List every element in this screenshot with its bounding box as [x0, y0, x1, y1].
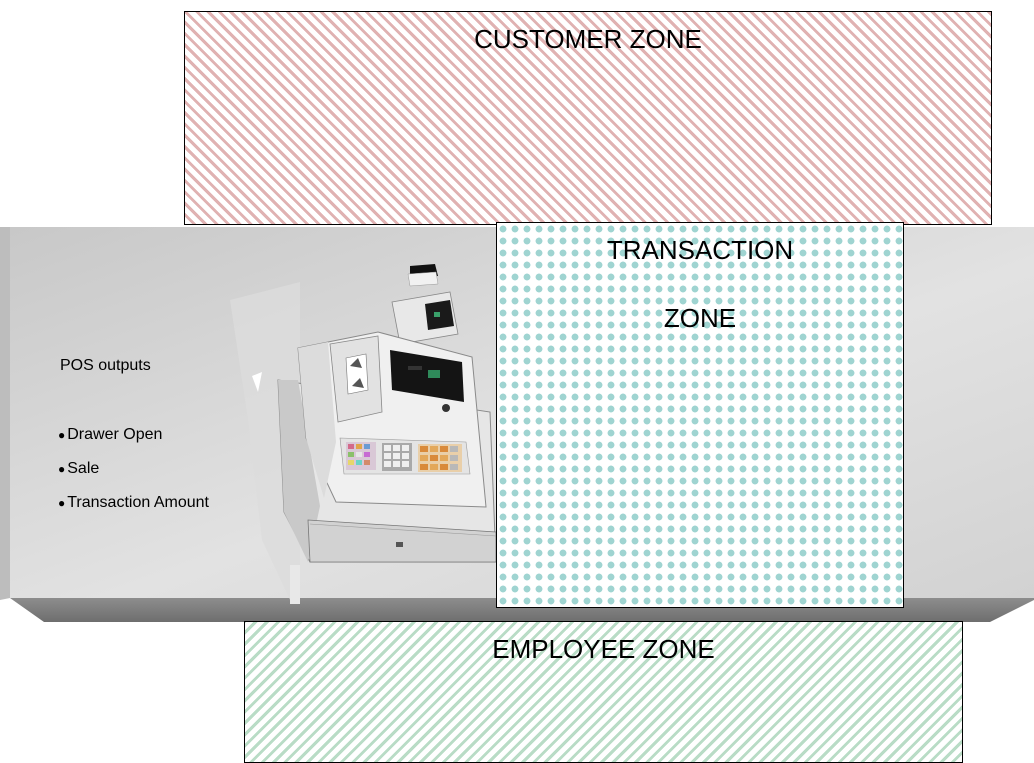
- employee-zone: EMPLOYEE ZONE: [244, 621, 963, 763]
- bullet-icon: ●: [58, 462, 66, 476]
- employee-zone-label: EMPLOYEE ZONE: [492, 634, 715, 664]
- pos-output-item-label: Drawer Open: [67, 426, 163, 443]
- pos-output-item: ●Sale: [58, 456, 209, 490]
- pos-output-item-label: Sale: [67, 460, 100, 477]
- customer-zone-label: CUSTOMER ZONE: [474, 24, 702, 54]
- pos-output-item-label: Transaction Amount: [67, 494, 209, 511]
- pos-output-item: ●Drawer Open: [58, 422, 209, 456]
- customer-zone: CUSTOMER ZONE: [184, 11, 992, 225]
- bullet-icon: ●: [58, 428, 66, 442]
- transaction-zone: TRANSACTION ZONE: [496, 222, 904, 608]
- pos-output-item: ●Transaction Amount: [58, 490, 209, 524]
- cash-register-icon: [277, 264, 497, 563]
- transaction-zone-label-line1: TRANSACTION: [606, 235, 794, 265]
- bullet-icon: ●: [58, 496, 66, 510]
- counter-left-edge: [0, 227, 10, 600]
- pos-outputs-title: POS outputs: [60, 357, 151, 374]
- transaction-zone-label-line2: ZONE: [663, 303, 737, 333]
- pos-outputs-list: ●Drawer Open ●Sale ●Transaction Amount: [58, 422, 209, 524]
